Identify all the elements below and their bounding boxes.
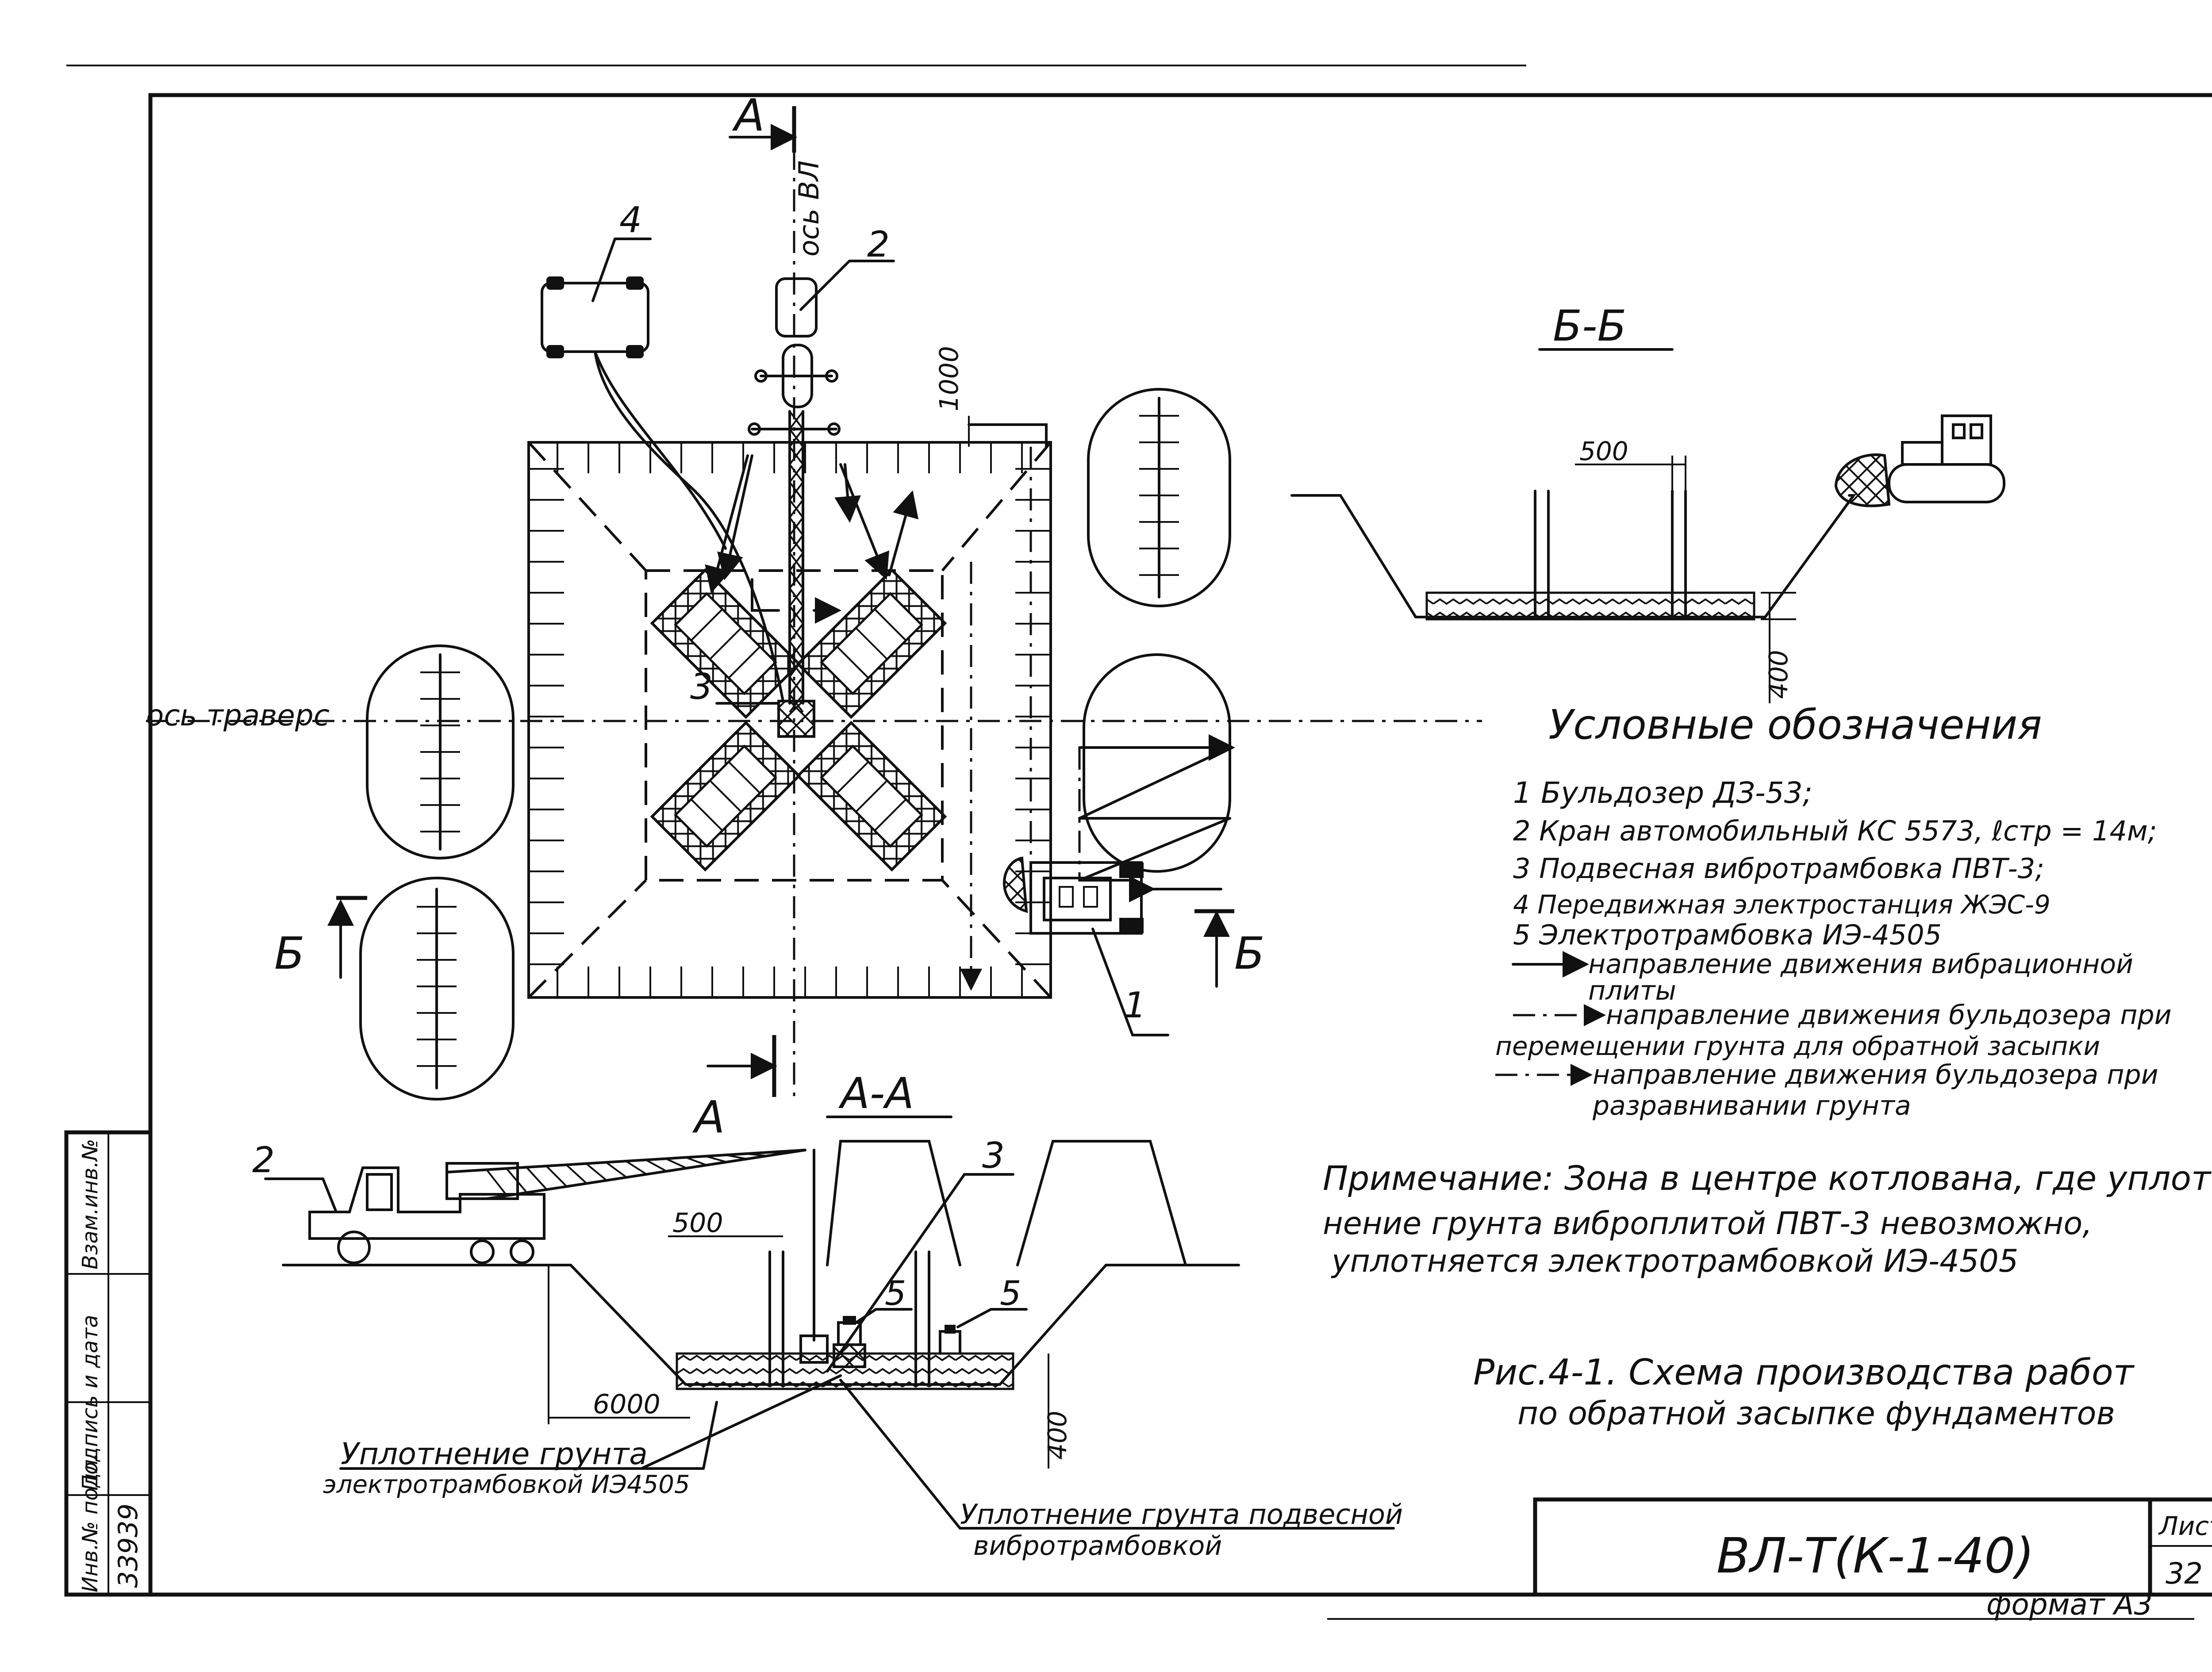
legend-item-3: 3 Подвесная вибротрамбовка ПВТ-3; <box>1513 852 2044 885</box>
section-aa-note-left-1: Уплотнение грунта <box>341 1437 648 1472</box>
section-aa-dim-500: 500 <box>672 1208 723 1239</box>
foundation-se <box>796 721 947 872</box>
drawing-code: ВЛ-Т(К-1-40) <box>1717 1527 2034 1584</box>
foundation-ne <box>796 568 947 719</box>
section-aa-title: А-А <box>838 1069 914 1118</box>
soil-pile-left-top <box>366 644 515 859</box>
slope-hatching <box>529 442 1051 997</box>
section-aa-callout-3: 3 <box>982 1135 1005 1176</box>
sheet-number: 32 <box>2166 1557 2203 1591</box>
axis-vl-label: ось ВЛ <box>793 161 825 257</box>
note-line-1: Примечание: Зона в центре котлована, где… <box>1323 1158 2212 1198</box>
legend: Условные обозначения 1 Бульдозер ДЗ-53; … <box>1495 701 2172 1121</box>
stamp-col-3: Взам.инв.№ <box>78 1139 103 1269</box>
soil-pile-right-bottom <box>1083 653 1231 873</box>
bulldozer-paths <box>960 423 1235 991</box>
section-b-left-marker: Б <box>274 896 367 979</box>
crane-truck <box>308 1148 829 1364</box>
section-b-right-marker: Б <box>1194 909 1265 988</box>
main-plan: А А Б Б ось ВЛ ось траверс 1000 4 2 3 1 <box>146 89 1482 1143</box>
legend-line-dashdotdot-text-1: направление движения бульдозера при <box>1593 1059 2158 1090</box>
legend-line-dashdotdot-text-2: разравнивании грунта <box>1592 1090 1911 1121</box>
legend-line-solid-text-2: плиты <box>1588 975 1676 1006</box>
section-aa-note-bottom-1: Уплотнение грунта подвесной <box>960 1498 1403 1530</box>
section-bb: Б-Б 500 400 <box>1290 301 2005 703</box>
section-aa-callout-5a: 5 <box>885 1273 906 1313</box>
legend-item-4: 4 Передвижная электростанция ЖЭС-9 <box>1513 890 2051 920</box>
electric-tamper-2 <box>939 1325 961 1355</box>
bulldozer-section <box>1834 414 2005 507</box>
legend-line-solid-text-1: направление движения вибрационной <box>1588 949 2133 980</box>
section-a-top-letter: А <box>732 89 764 141</box>
section-bb-dim-400: 400 <box>1763 650 1793 699</box>
section-aa-note-bottom-2: вибротрамбовкой <box>973 1530 1222 1561</box>
figure-caption-line-2: по обратной засыпке фундаментов <box>1517 1395 2115 1432</box>
section-bb-title: Б-Б <box>1553 301 1626 351</box>
note-line-2: нение грунта виброплитой ПВТ-3 невозможн… <box>1323 1205 2092 1242</box>
dim-1000: 1000 <box>934 346 964 411</box>
vibroplate-arrows <box>705 454 919 624</box>
foundation-sw <box>650 721 801 872</box>
section-a-bottom-marker: А <box>692 1035 777 1143</box>
legend-item-1: 1 Бульдозер ДЗ-53; <box>1513 776 1813 810</box>
note-line-3: уплотняется электротрамбовкой ИЭ-4505 <box>1331 1243 2018 1279</box>
callout-4: 4 <box>619 199 642 241</box>
section-aa-note-left-2: электротрамбовкой ИЭ4505 <box>323 1470 690 1499</box>
soil-pile-right-top <box>1087 388 1231 607</box>
title-block: ВЛ-Т(К-1-40) Лист 32 формат А3 <box>1533 1497 2212 1622</box>
figure-caption-line-1: Рис.4-1. Схема производства работ <box>1473 1352 2135 1393</box>
vibro-tamper-center <box>777 700 815 738</box>
crane-plan <box>748 277 841 713</box>
section-aa: А-А <box>252 1069 1403 1561</box>
margin-stamp: Инв.№ подл. Подпись и дата Взам.инв.№ 33… <box>64 1130 153 1597</box>
section-b-left-letter: Б <box>274 928 305 979</box>
section-aa-dim-400: 400 <box>1042 1411 1072 1460</box>
stamp-col-1: Инв.№ подл. <box>78 1453 103 1592</box>
section-a-bottom-letter: А <box>692 1091 725 1143</box>
paper-format: формат А3 <box>1986 1588 2153 1622</box>
legend-line-dashdot-text-2: перемещении грунта для обратной засыпки <box>1495 1031 2100 1061</box>
stamp-col-2: Подпись и дата <box>78 1315 103 1491</box>
callout-1: 1 <box>1124 985 1146 1026</box>
callout-2: 2 <box>867 224 890 265</box>
sheet-frame <box>66 65 2212 1620</box>
section-a-top-marker: А <box>729 89 797 153</box>
sheet-label: Лист <box>2158 1511 2212 1541</box>
section-bb-dim-500: 500 <box>1579 436 1628 466</box>
soil-pile-left-bottom <box>359 877 515 1101</box>
electric-tamper-1 <box>833 1316 866 1368</box>
legend-item-2: 2 Кран автомобильный КС 5573, ℓстр = 14м… <box>1513 815 2157 847</box>
section-bb-backfill <box>1425 591 1755 621</box>
section-aa-callout-2: 2 <box>252 1139 275 1181</box>
legend-item-5: 5 Электротрамбовка ИЭ-4505 <box>1513 919 1942 951</box>
note-block: Примечание: Зона в центре котлована, где… <box>1323 1158 2212 1279</box>
legend-title: Условные обозначения <box>1548 701 2042 748</box>
section-aa-callout-5b: 5 <box>1000 1273 1021 1313</box>
bulldozer-plan <box>1003 856 1222 1036</box>
power-station <box>541 276 784 702</box>
section-b-right-letter: Б <box>1234 928 1265 979</box>
legend-line-dashdot-text-1: направление движения бульдозера при <box>1606 1000 2172 1031</box>
stamp-inventory-number: 33939 <box>113 1503 144 1588</box>
section-aa-dim-6000: 6000 <box>593 1389 661 1420</box>
foundation-nw <box>650 568 801 719</box>
callout-3: 3 <box>690 666 713 707</box>
figure-caption: Рис.4-1. Схема производства работ по обр… <box>1473 1352 2135 1432</box>
axis-traverse-label: ось траверс <box>146 698 330 732</box>
